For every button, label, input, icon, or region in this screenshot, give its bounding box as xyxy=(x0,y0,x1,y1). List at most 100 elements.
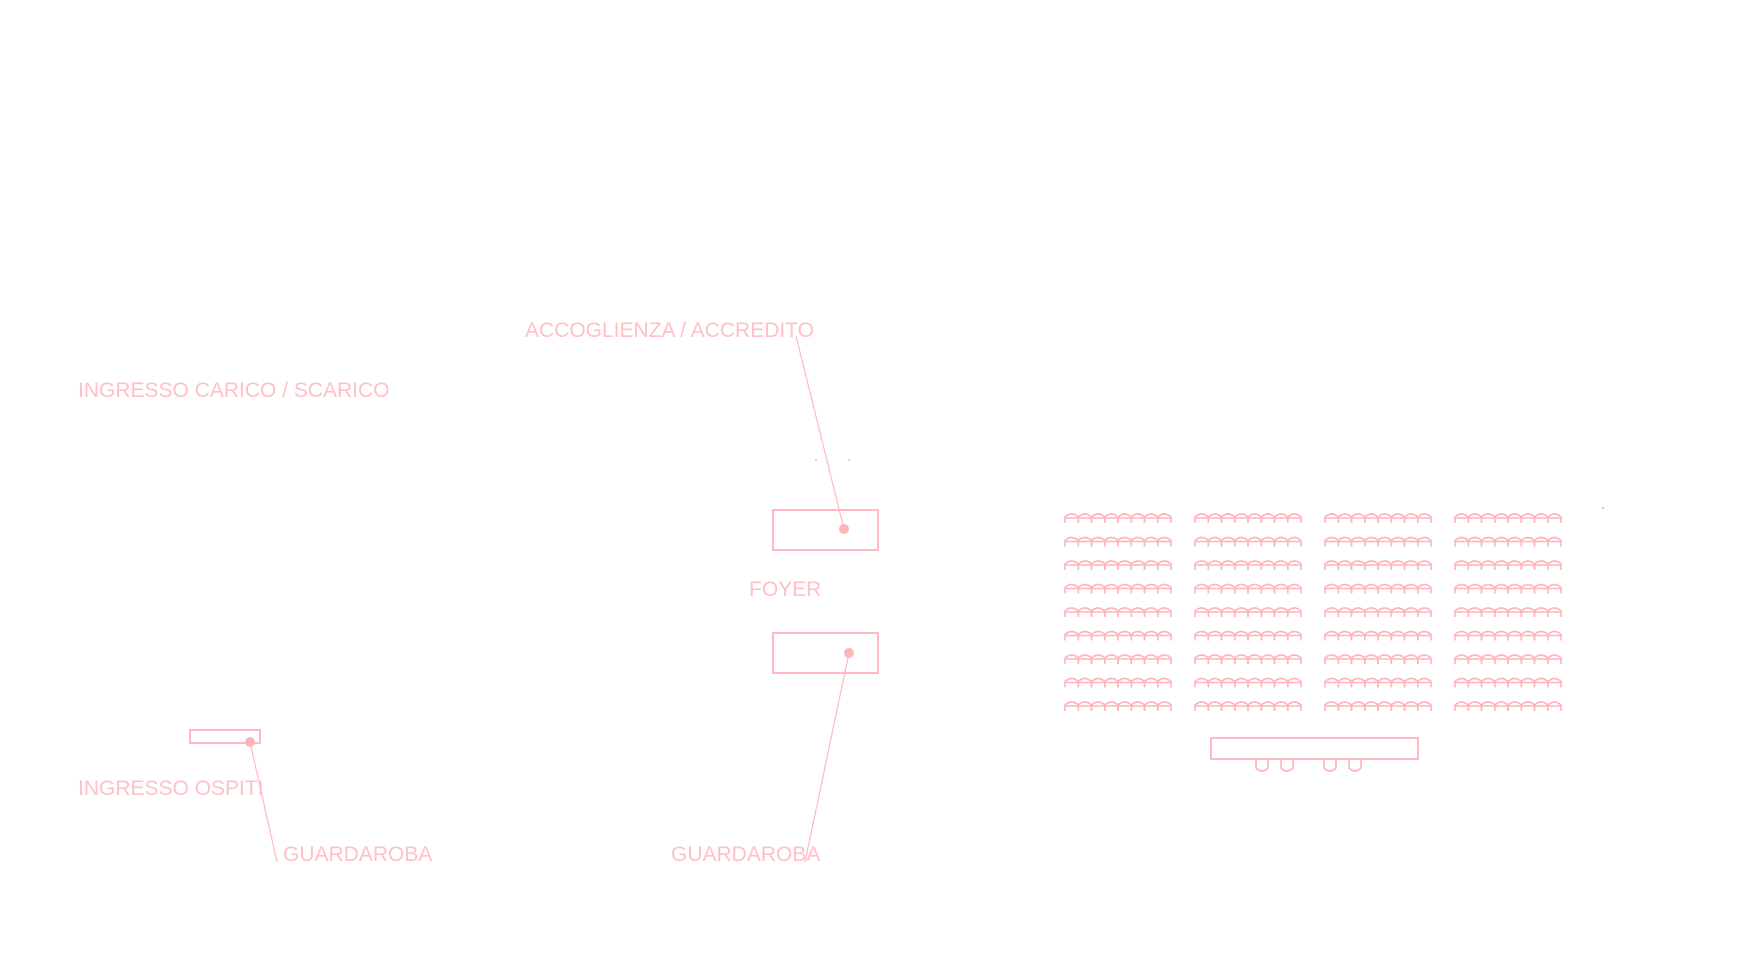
seat xyxy=(1117,654,1133,664)
seat xyxy=(1090,654,1106,664)
seat xyxy=(1533,607,1549,617)
seat xyxy=(1157,583,1172,594)
seat xyxy=(1403,630,1419,641)
label-accoglienza-accredito: ACCOGLIENZA / ACCREDITO xyxy=(525,319,814,342)
stage-chair xyxy=(1323,760,1337,772)
seat xyxy=(1403,513,1419,523)
seat xyxy=(1157,701,1172,711)
seat xyxy=(1377,630,1393,641)
seat xyxy=(1547,560,1562,570)
seat xyxy=(1247,607,1263,617)
seat xyxy=(1157,536,1172,547)
seat xyxy=(1547,677,1562,688)
seat xyxy=(1090,701,1106,711)
seat xyxy=(1494,701,1509,711)
seat xyxy=(1234,607,1249,617)
seat xyxy=(1260,677,1276,688)
seat xyxy=(1207,536,1223,547)
seat xyxy=(1077,513,1093,523)
seat xyxy=(1533,536,1549,547)
seat xyxy=(1337,583,1353,594)
seat xyxy=(1507,654,1523,664)
seat xyxy=(1494,536,1509,547)
seat-row xyxy=(1194,607,1302,617)
seat xyxy=(1454,513,1470,523)
seat xyxy=(1064,560,1080,570)
seat xyxy=(1234,654,1249,664)
seat xyxy=(1194,536,1210,547)
seat-row xyxy=(1324,701,1432,711)
seat xyxy=(1403,607,1419,617)
seat xyxy=(1390,583,1406,594)
seat xyxy=(1364,513,1379,523)
seat xyxy=(1417,560,1432,570)
seat xyxy=(1117,607,1133,617)
seat xyxy=(1480,701,1496,711)
seat xyxy=(1350,677,1366,688)
seat xyxy=(1157,560,1172,570)
seat xyxy=(1287,583,1302,594)
seat xyxy=(1403,560,1419,570)
seat xyxy=(1247,654,1263,664)
seat xyxy=(1417,654,1432,664)
seat xyxy=(1454,630,1470,641)
seat xyxy=(1157,513,1172,523)
seat xyxy=(1480,607,1496,617)
seat-row xyxy=(1324,583,1432,594)
seat xyxy=(1194,701,1210,711)
seat xyxy=(1260,583,1276,594)
seat xyxy=(1337,701,1353,711)
seat xyxy=(1273,701,1289,711)
seat-row xyxy=(1454,560,1562,570)
seat xyxy=(1090,607,1106,617)
seat xyxy=(1377,536,1393,547)
seat xyxy=(1220,654,1236,664)
seat xyxy=(1287,654,1302,664)
seat xyxy=(1064,583,1080,594)
cloakroom-desk-center xyxy=(772,632,879,674)
speck-dot xyxy=(815,459,817,461)
seat xyxy=(1077,583,1093,594)
seat xyxy=(1547,583,1562,594)
seat xyxy=(1403,677,1419,688)
seat xyxy=(1194,677,1210,688)
seat xyxy=(1090,630,1106,641)
seat xyxy=(1350,583,1366,594)
seat xyxy=(1403,654,1419,664)
stage-table xyxy=(1210,737,1419,760)
seat xyxy=(1547,630,1562,641)
seat-row xyxy=(1454,607,1562,617)
seat-row xyxy=(1064,583,1172,594)
seat xyxy=(1454,560,1470,570)
seat xyxy=(1533,654,1549,664)
seat-row xyxy=(1194,630,1302,641)
seat xyxy=(1364,701,1379,711)
seat xyxy=(1207,677,1223,688)
seat xyxy=(1350,654,1366,664)
seat xyxy=(1520,701,1536,711)
seat xyxy=(1207,583,1223,594)
seat xyxy=(1104,560,1119,570)
cloakroom-desk-left xyxy=(189,729,261,744)
seat xyxy=(1377,701,1393,711)
seat xyxy=(1454,701,1470,711)
seat xyxy=(1520,677,1536,688)
seat xyxy=(1377,583,1393,594)
cloakroom-center-leader-line xyxy=(804,652,850,863)
seat-row xyxy=(1454,630,1562,641)
seat xyxy=(1520,630,1536,641)
seat xyxy=(1533,513,1549,523)
seat xyxy=(1234,560,1249,570)
seat xyxy=(1547,607,1562,617)
seat xyxy=(1130,630,1146,641)
seat xyxy=(1520,560,1536,570)
seat xyxy=(1364,630,1379,641)
seat xyxy=(1390,607,1406,617)
seat xyxy=(1104,583,1119,594)
seat xyxy=(1194,513,1210,523)
seat-row xyxy=(1194,536,1302,547)
label-guardaroba-left: GUARDAROBA xyxy=(283,843,432,866)
seat xyxy=(1467,560,1483,570)
seat xyxy=(1104,677,1119,688)
seat xyxy=(1220,536,1236,547)
